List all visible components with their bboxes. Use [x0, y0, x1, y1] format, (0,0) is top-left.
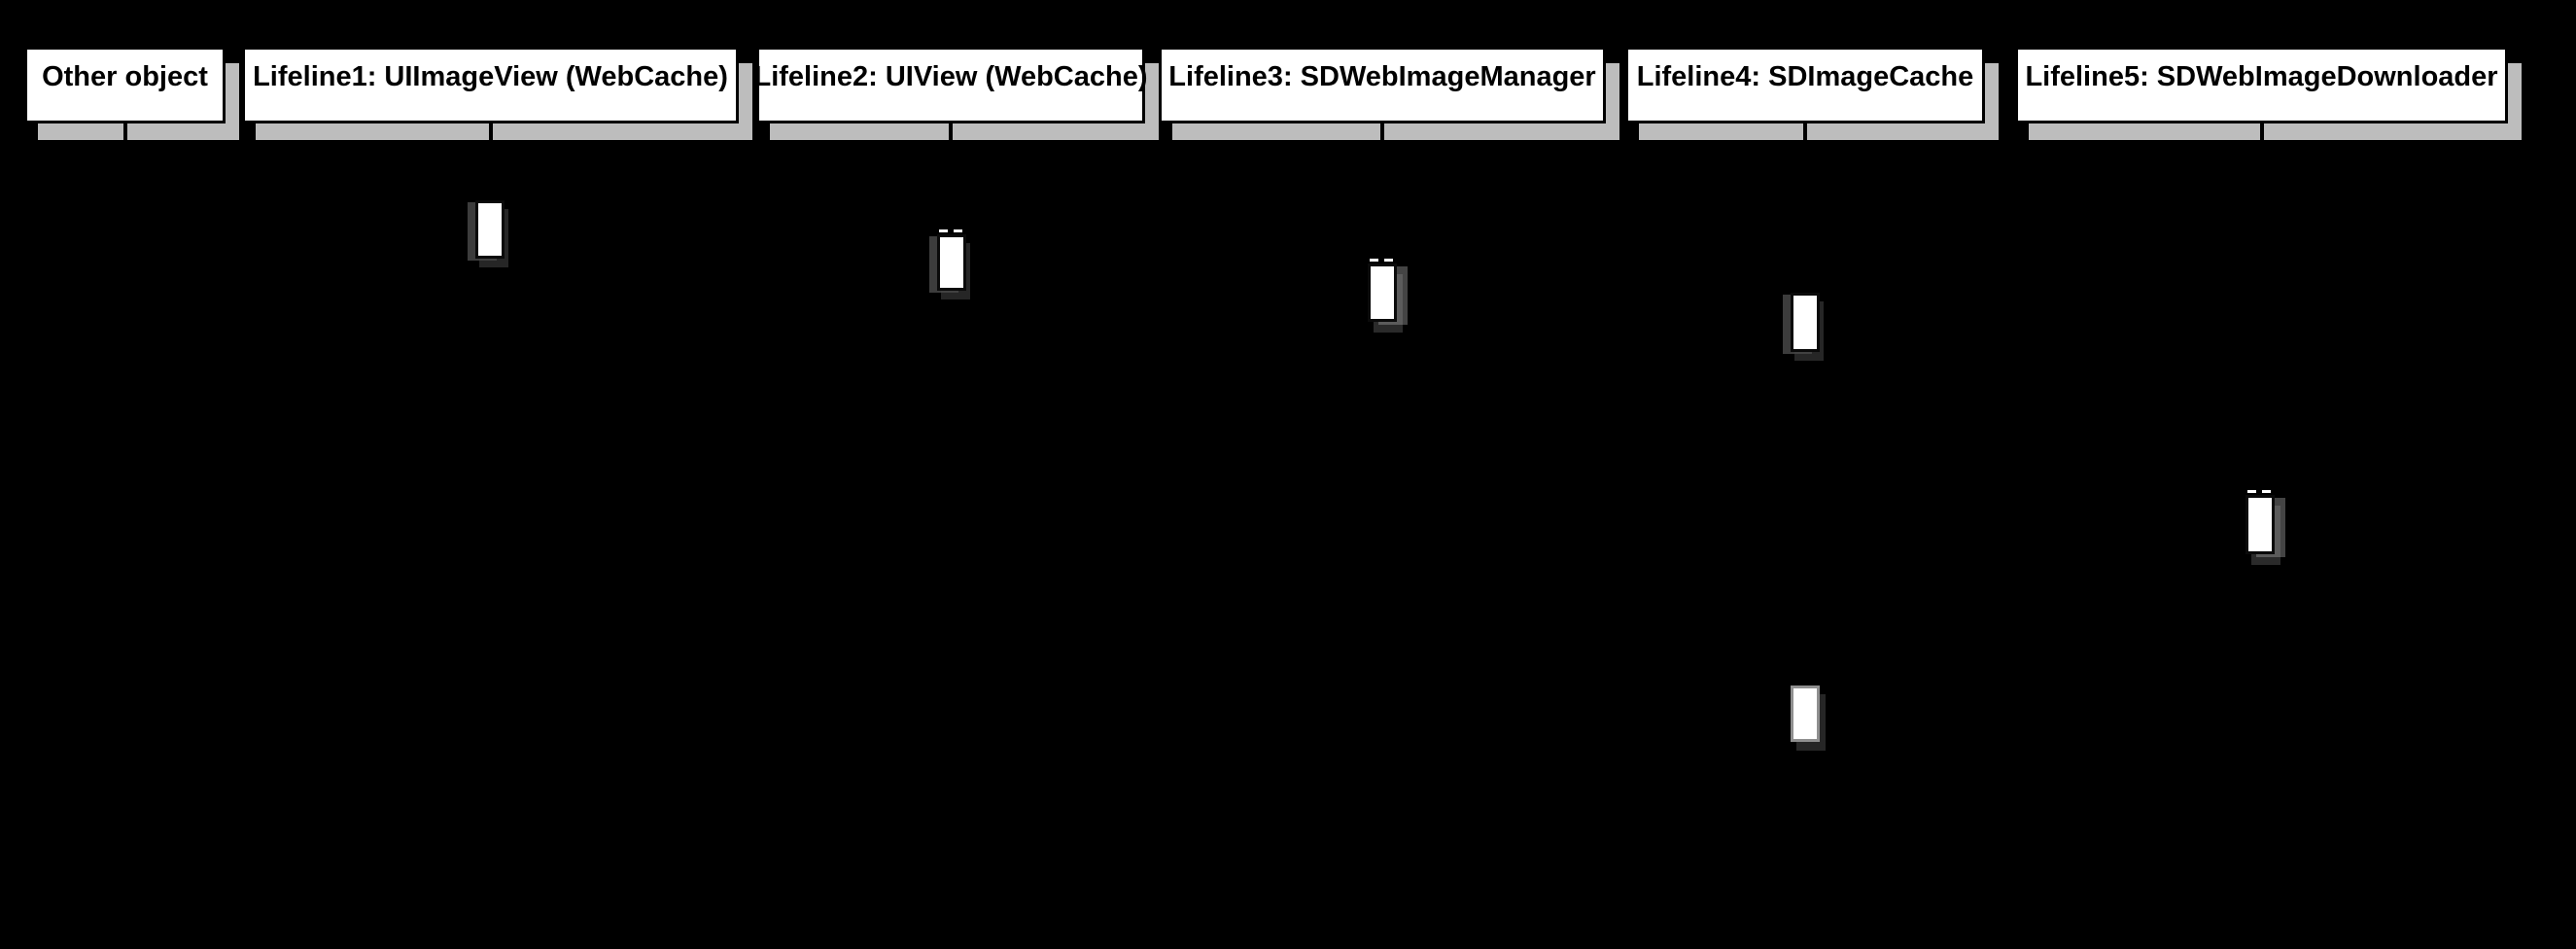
lifeline-label: Lifeline2: UIView (WebCache)	[753, 61, 1148, 92]
activation-bar-lifeline4-first[interactable]	[1791, 293, 1820, 352]
activation-bar-lifeline5[interactable]	[2245, 490, 2275, 554]
activation-bar-lifeline3[interactable]	[1368, 259, 1397, 322]
lifeline-head-lifeline4[interactable]: Lifeline4: SDImageCache	[1625, 47, 1985, 123]
lifeline-head-lifeline3[interactable]: Lifeline3: SDWebImageManager	[1159, 47, 1606, 123]
lifeline-dash-tick	[2260, 123, 2264, 142]
lifeline-dash-tick	[1803, 123, 1807, 142]
lifeline-label: Lifeline1: UIImageView (WebCache)	[253, 61, 728, 92]
lifeline-head-lifeline1[interactable]: Lifeline1: UIImageView (WebCache)	[242, 47, 739, 123]
activation-bar-lifeline1[interactable]	[475, 200, 505, 259]
lifeline-head-other-object[interactable]: Other object	[24, 47, 226, 123]
lifeline-label: Lifeline5: SDWebImageDownloader	[2025, 61, 2498, 92]
lifeline-dash-tick	[1380, 123, 1384, 142]
lifeline-dash-tick	[489, 123, 493, 142]
lifeline-label: Other object	[42, 61, 208, 92]
activation-bar-lifeline2[interactable]	[937, 229, 966, 291]
lifeline-head-lifeline5[interactable]: Lifeline5: SDWebImageDownloader	[2015, 47, 2508, 123]
activation-bar-lifeline4-second[interactable]	[1791, 685, 1820, 742]
lifeline-dash-tick	[123, 123, 127, 142]
lifeline-label: Lifeline3: SDWebImageManager	[1168, 61, 1596, 92]
lifeline-dash-tick	[949, 123, 953, 142]
lifeline-head-lifeline2[interactable]: Lifeline2: UIView (WebCache)	[753, 47, 1148, 123]
lifeline-label: Lifeline4: SDImageCache	[1636, 61, 1974, 92]
